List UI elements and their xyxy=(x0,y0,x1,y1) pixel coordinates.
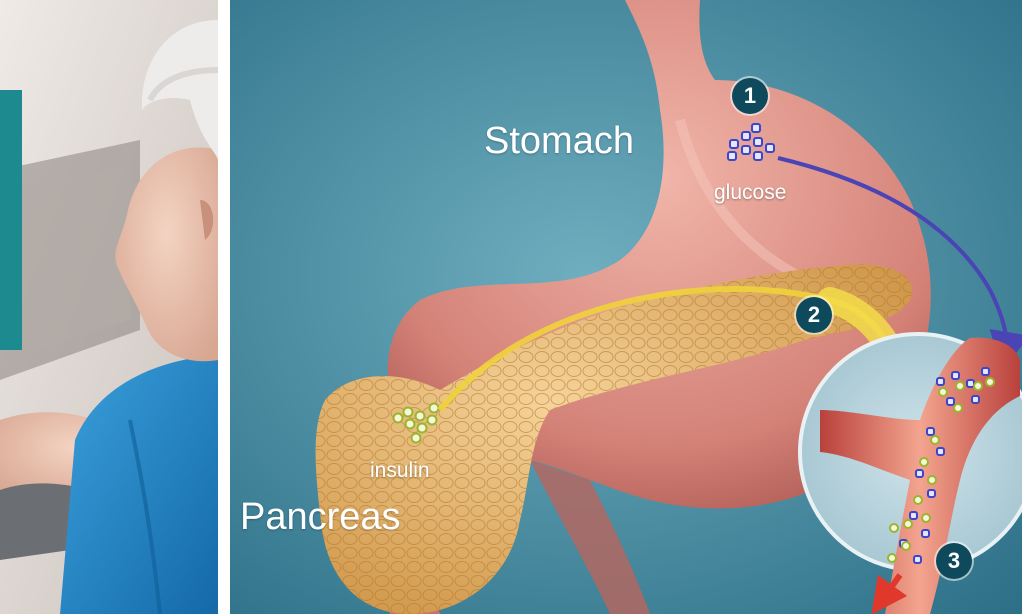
step-1-badge: 1 xyxy=(732,78,768,114)
panel-gutter xyxy=(218,0,230,614)
stomach-label: Stomach xyxy=(484,122,634,160)
digestion-diagram: Stomach Pancreas glucose insulin 1 2 3 xyxy=(230,0,1022,614)
pancreas-label: Pancreas xyxy=(240,498,401,536)
teal-chair xyxy=(0,90,22,350)
step-2-badge: 2 xyxy=(796,297,832,333)
insulin-label: insulin xyxy=(370,460,430,481)
glucose-label: glucose xyxy=(714,182,786,203)
photo-elderly-woman xyxy=(0,0,218,614)
step-3-badge: 3 xyxy=(936,543,972,579)
